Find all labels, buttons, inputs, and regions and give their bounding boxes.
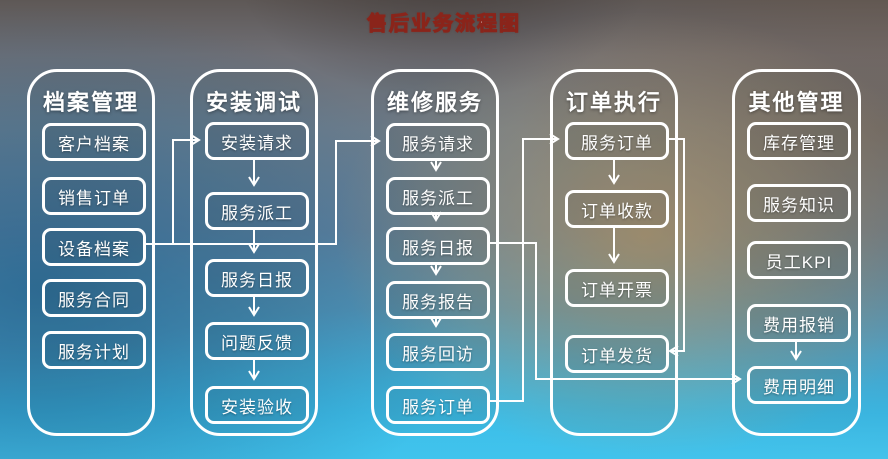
node-service-request: 服务请求 bbox=[386, 123, 490, 161]
node-sales-order: 销售订单 bbox=[42, 177, 146, 215]
node-service-dispatch-repair: 服务派工 bbox=[386, 177, 490, 215]
node-order-invoice: 订单开票 bbox=[565, 269, 669, 307]
node-service-order-execution: 服务订单 bbox=[565, 122, 669, 160]
column-other-management: 其他管理 库存管理 服务知识 员工KPI 费用报销 费用明细 bbox=[732, 69, 861, 436]
column-header-repair: 维修服务 bbox=[386, 90, 483, 115]
node-service-order-repair: 服务订单 bbox=[386, 386, 490, 424]
node-customer-archive: 客户档案 bbox=[42, 123, 146, 161]
node-service-plan: 服务计划 bbox=[42, 331, 146, 369]
node-service-dispatch-install: 服务派工 bbox=[205, 192, 309, 230]
column-archive-management: 档案管理 客户档案 销售订单 设备档案 服务合同 服务计划 bbox=[27, 69, 155, 436]
column-header-installation: 安装调试 bbox=[205, 90, 302, 115]
node-employee-kpi: 员工KPI bbox=[747, 241, 851, 279]
column-header-archive: 档案管理 bbox=[42, 90, 139, 115]
page-title: 售后业务流程图 bbox=[367, 13, 521, 36]
node-order-delivery: 订单发货 bbox=[565, 335, 669, 373]
node-service-report: 服务报告 bbox=[386, 281, 490, 319]
column-header-order: 订单执行 bbox=[565, 90, 662, 115]
node-inventory-management: 库存管理 bbox=[747, 122, 851, 160]
node-install-request: 安装请求 bbox=[205, 122, 309, 160]
node-issue-feedback: 问题反馈 bbox=[205, 322, 309, 360]
node-service-knowledge: 服务知识 bbox=[747, 184, 851, 222]
node-install-acceptance: 安装验收 bbox=[205, 386, 309, 424]
node-service-daily-repair: 服务日报 bbox=[386, 227, 490, 265]
node-service-daily-install: 服务日报 bbox=[205, 259, 309, 297]
column-repair-service: 维修服务 服务请求 服务派工 服务日报 服务报告 服务回访 服务订单 bbox=[371, 69, 499, 436]
node-order-payment: 订单收款 bbox=[565, 190, 669, 228]
node-expense-detail: 费用明细 bbox=[747, 366, 851, 404]
node-expense-claim: 费用报销 bbox=[747, 304, 851, 342]
column-header-other: 其他管理 bbox=[748, 90, 845, 115]
node-service-follow-up: 服务回访 bbox=[386, 333, 490, 371]
node-service-contract: 服务合同 bbox=[42, 279, 146, 317]
column-order-execution: 订单执行 服务订单 订单收款 订单开票 订单发货 bbox=[550, 69, 678, 436]
column-installation: 安装调试 安装请求 服务派工 服务日报 问题反馈 安装验收 bbox=[190, 69, 318, 436]
node-equipment-archive: 设备档案 bbox=[42, 228, 146, 266]
